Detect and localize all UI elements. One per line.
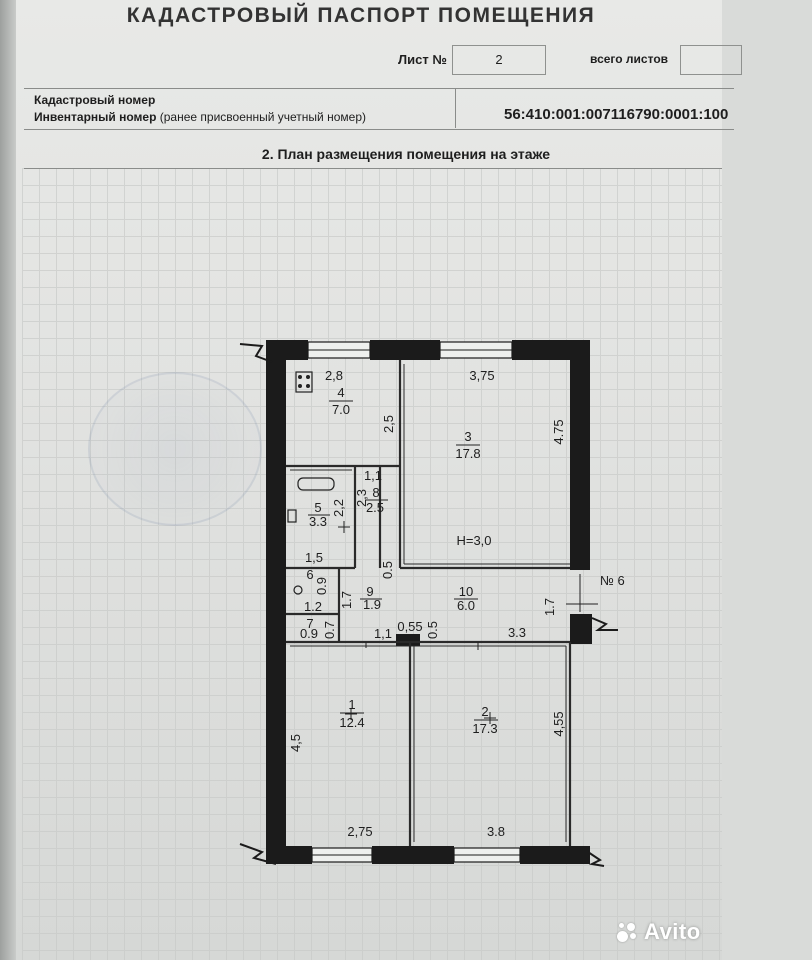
- grid-background: [22, 168, 722, 960]
- room-4-number: 4: [337, 385, 344, 400]
- room-2-area: 17.3: [472, 721, 497, 736]
- break-stair: [591, 617, 618, 631]
- partitions: [286, 360, 572, 846]
- dim-room4-height: 2,5: [381, 415, 396, 433]
- dim-room9-height: 1.7: [339, 591, 354, 609]
- room-7-area: 0.7: [322, 621, 337, 639]
- binding-edge: [0, 0, 16, 960]
- dim-room5-height: 2,2: [331, 499, 346, 517]
- dim-door-a: 0.5: [380, 561, 395, 579]
- inventory-number-value: 56:410:001:007116790:0001:100: [504, 106, 729, 123]
- partition-double-lines: [290, 364, 570, 842]
- room-6-area: 0.9: [314, 577, 329, 595]
- bathtub-icon: [297, 477, 335, 491]
- inventory-number-label: Инвентарный номер (ранее присвоенный уче…: [34, 110, 366, 124]
- dim-stair-width: 1.7: [542, 598, 557, 616]
- dim-bottom-right: 3.8: [487, 824, 505, 839]
- header-column-divider: [455, 88, 456, 128]
- left-wall: [266, 340, 286, 848]
- stove-icon: [295, 371, 313, 393]
- inventory-label-note: (ранее присвоенный учетный номер): [159, 110, 366, 124]
- dim-room8-height: 2,3: [354, 489, 369, 507]
- top-wall-left: [266, 340, 308, 360]
- room-9-area: 1.9: [363, 597, 381, 612]
- sheet-number-label: Лист №: [398, 52, 447, 67]
- room-5-area: 3.3: [309, 514, 327, 529]
- faded-stamp: [88, 372, 262, 526]
- stove-burners-icon: [298, 375, 310, 388]
- ceiling-height: H=3,0: [456, 533, 491, 548]
- room-labels: 1 12.4 2 17.3 3 17.8 4 7.0 5 3.3 6 7 8 2…: [306, 385, 497, 736]
- avito-watermark: Avito: [614, 918, 701, 946]
- dim-left-wall: 4,5: [288, 734, 303, 752]
- room-10-area: 6.0: [457, 598, 475, 613]
- break-lines: [239, 343, 618, 867]
- dimension-labels: 2,8 3,75 4.75 2,5 2,75 3.8 4,5 4,55 1,1 …: [288, 368, 566, 839]
- door-pier: [396, 634, 420, 646]
- break-bottom-left: [239, 843, 277, 865]
- sheet-number-value: 2: [452, 45, 546, 75]
- stair-label: № 6: [600, 573, 625, 588]
- section-title: 2. План размещения помещения на этаже: [261, 146, 551, 162]
- dim-corridor-2: 0,55: [397, 619, 422, 634]
- stair-wall-block: [570, 614, 592, 644]
- dim-room6-width: 1.2: [304, 599, 322, 614]
- bottom-wall-right: [520, 846, 590, 864]
- room-7-number: 7: [306, 616, 313, 631]
- dim-corridor-3: 3.3: [508, 625, 526, 640]
- room-1-number: 1: [348, 697, 355, 712]
- room-1-area: 12.4: [339, 715, 364, 730]
- inventory-label-text: Инвентарный номер: [34, 110, 157, 124]
- room-center-ticks: [338, 521, 496, 724]
- room-6-number: 6: [306, 567, 313, 582]
- room-3-number: 3: [464, 429, 471, 444]
- dim-corridor-1: 1,1: [374, 626, 392, 641]
- dim-top-right: 3,75: [469, 368, 494, 383]
- bottom-wall-left: [266, 846, 312, 864]
- total-sheets-label: всего листов: [590, 52, 669, 66]
- room-10-number: 10: [459, 584, 473, 599]
- avito-logo-icon: [614, 919, 640, 945]
- room-4-area: 7.0: [332, 402, 350, 417]
- dim-bottom-left: 2,75: [347, 824, 372, 839]
- section-divider: [24, 168, 722, 169]
- top-wall-right: [512, 340, 590, 360]
- avito-brand-text: Avito: [644, 919, 701, 944]
- room-5-number: 5: [314, 500, 321, 515]
- cadastral-number-label: Кадастровый номер: [34, 93, 156, 107]
- document-sheet: [0, 0, 722, 960]
- dim-right-lower: 4,55: [551, 711, 566, 736]
- sink-icon: [287, 509, 297, 523]
- room-3-area: 17.8: [455, 446, 480, 461]
- dim-right-room3: 4.75: [551, 419, 566, 444]
- room-8-area: 2.5: [366, 500, 384, 515]
- top-wall-mid: [370, 340, 440, 360]
- header-table: [24, 88, 734, 130]
- room-9-number: 9: [366, 584, 373, 599]
- document-title: КАДАСТРОВЫЙ ПАСПОРТ ПОМЕЩЕНИЯ: [126, 4, 596, 27]
- dim-room7-width: 0.9: [300, 626, 318, 641]
- floor-plan: 1 12.4 2 17.3 3 17.8 4 7.0 5 3.3 6 7 8 2…: [239, 340, 625, 867]
- right-wall-upper: [570, 340, 590, 570]
- dim-top-left: 2,8: [325, 368, 343, 383]
- room-2-number: 2: [481, 704, 488, 719]
- room-8-number: 8: [372, 485, 379, 500]
- dim-room5-width: 1,5: [305, 550, 323, 565]
- break-bottom-right: [587, 851, 605, 867]
- bottom-wall-mid: [372, 846, 454, 864]
- break-top-left: [239, 343, 273, 363]
- exterior-walls: [266, 340, 592, 864]
- window-mullions: [308, 349, 520, 856]
- room-label-rules: [308, 400, 498, 721]
- dim-door-b: 0.5: [425, 621, 440, 639]
- toilet-icon: [293, 585, 303, 595]
- dim-room8-width: 1,1: [364, 468, 382, 483]
- total-sheets-value: [680, 45, 742, 75]
